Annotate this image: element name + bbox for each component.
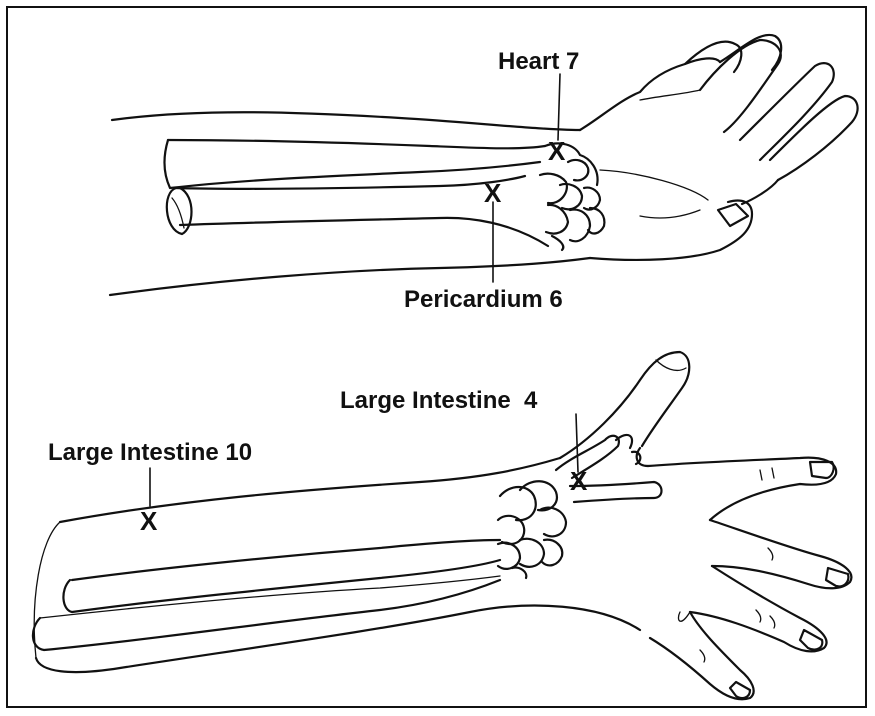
large-intestine-4-label: Large Intestine 4	[340, 389, 537, 413]
heart-7-marker: X	[548, 138, 565, 164]
heart-7-label: Heart 7	[498, 50, 579, 74]
pericardium-6-marker: X	[484, 180, 501, 206]
large-intestine-4-marker: X	[570, 468, 587, 494]
pericardium-6-label: Pericardium 6	[404, 288, 563, 312]
large-intestine-10-label: Large Intestine 10	[48, 441, 252, 465]
large-intestine-4-leader	[576, 414, 578, 472]
upper-arm-drawing	[110, 35, 858, 295]
large-intestine-10-marker: X	[140, 508, 157, 534]
